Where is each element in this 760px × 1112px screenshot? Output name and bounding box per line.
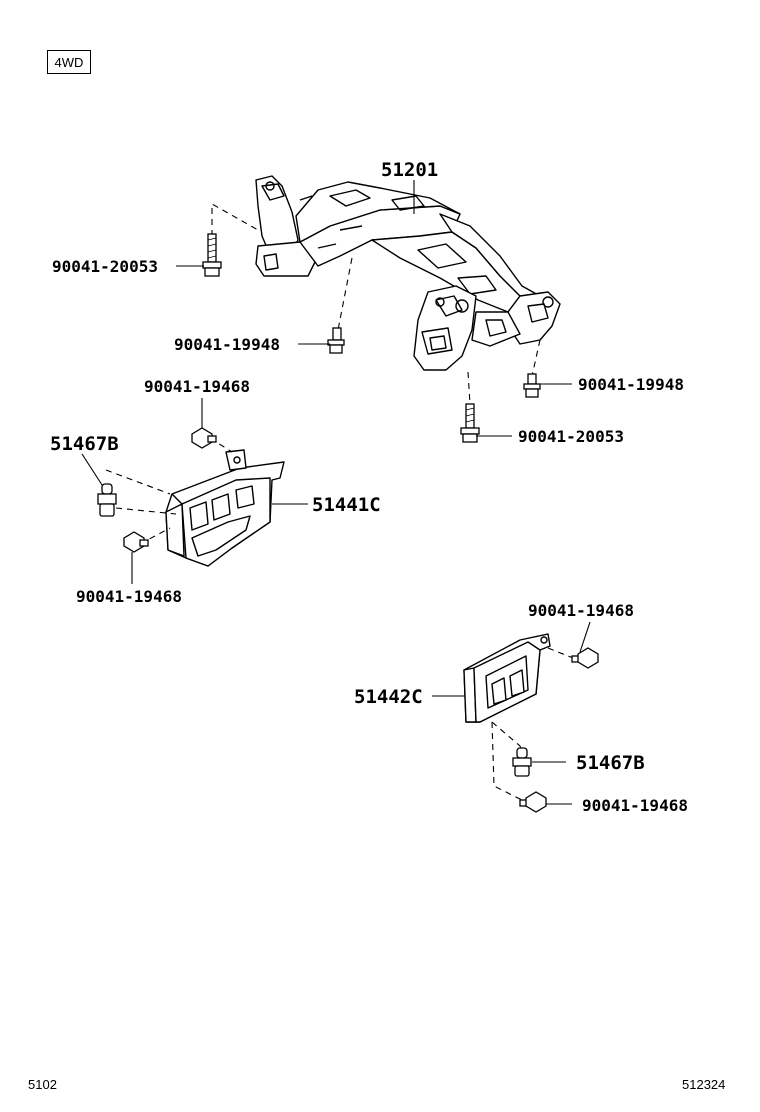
bolt-90041-19948-left[interactable] — [327, 327, 345, 354]
label-51201[interactable]: 51201 — [381, 159, 438, 181]
label-90041-20053-left[interactable]: 90041-20053 — [52, 257, 158, 276]
label-90041-19468-bottom-left[interactable]: 90041-19468 — [76, 587, 182, 606]
cover-51442c[interactable] — [463, 633, 551, 723]
label-90041-19468-top-left[interactable]: 90041-19468 — [144, 377, 250, 396]
subframe-51201[interactable] — [255, 175, 561, 371]
label-90041-19468-bottom-right[interactable]: 90041-19468 — [582, 796, 688, 815]
leader-lines — [81, 180, 591, 805]
label-90041-19948-right[interactable]: 90041-19948 — [578, 375, 684, 394]
label-51467b-right[interactable]: 51467B — [576, 752, 645, 774]
clip-51467b-right[interactable] — [512, 747, 532, 777]
4wd-badge: 4WD — [47, 50, 91, 74]
bolt-90041-20053-left[interactable] — [202, 233, 222, 277]
screw-90041-19468-bottom-left[interactable] — [123, 531, 149, 553]
bolt-90041-20053-right[interactable] — [460, 403, 480, 443]
label-51467b-left[interactable]: 51467B — [50, 433, 119, 455]
label-51442c[interactable]: 51442C — [354, 686, 423, 708]
screw-90041-19468-top-right[interactable] — [571, 647, 599, 669]
footer-right-code: 512324 — [682, 1077, 726, 1092]
bolt-90041-19948-right[interactable] — [523, 373, 541, 398]
clip-51467b-left[interactable] — [97, 483, 117, 517]
cover-51441c[interactable] — [165, 449, 285, 567]
label-90041-19468-top-right[interactable]: 90041-19468 — [528, 601, 634, 620]
label-90041-19948-left[interactable]: 90041-19948 — [174, 335, 280, 354]
footer-left-code: 5102 — [28, 1077, 57, 1092]
subframe-dashed-lines — [211, 203, 541, 405]
screw-90041-19468-top-left[interactable] — [191, 427, 217, 449]
screw-90041-19468-bottom-right[interactable] — [519, 791, 547, 813]
label-90041-20053-right[interactable]: 90041-20053 — [518, 427, 624, 446]
label-51441c[interactable]: 51441C — [312, 494, 381, 516]
